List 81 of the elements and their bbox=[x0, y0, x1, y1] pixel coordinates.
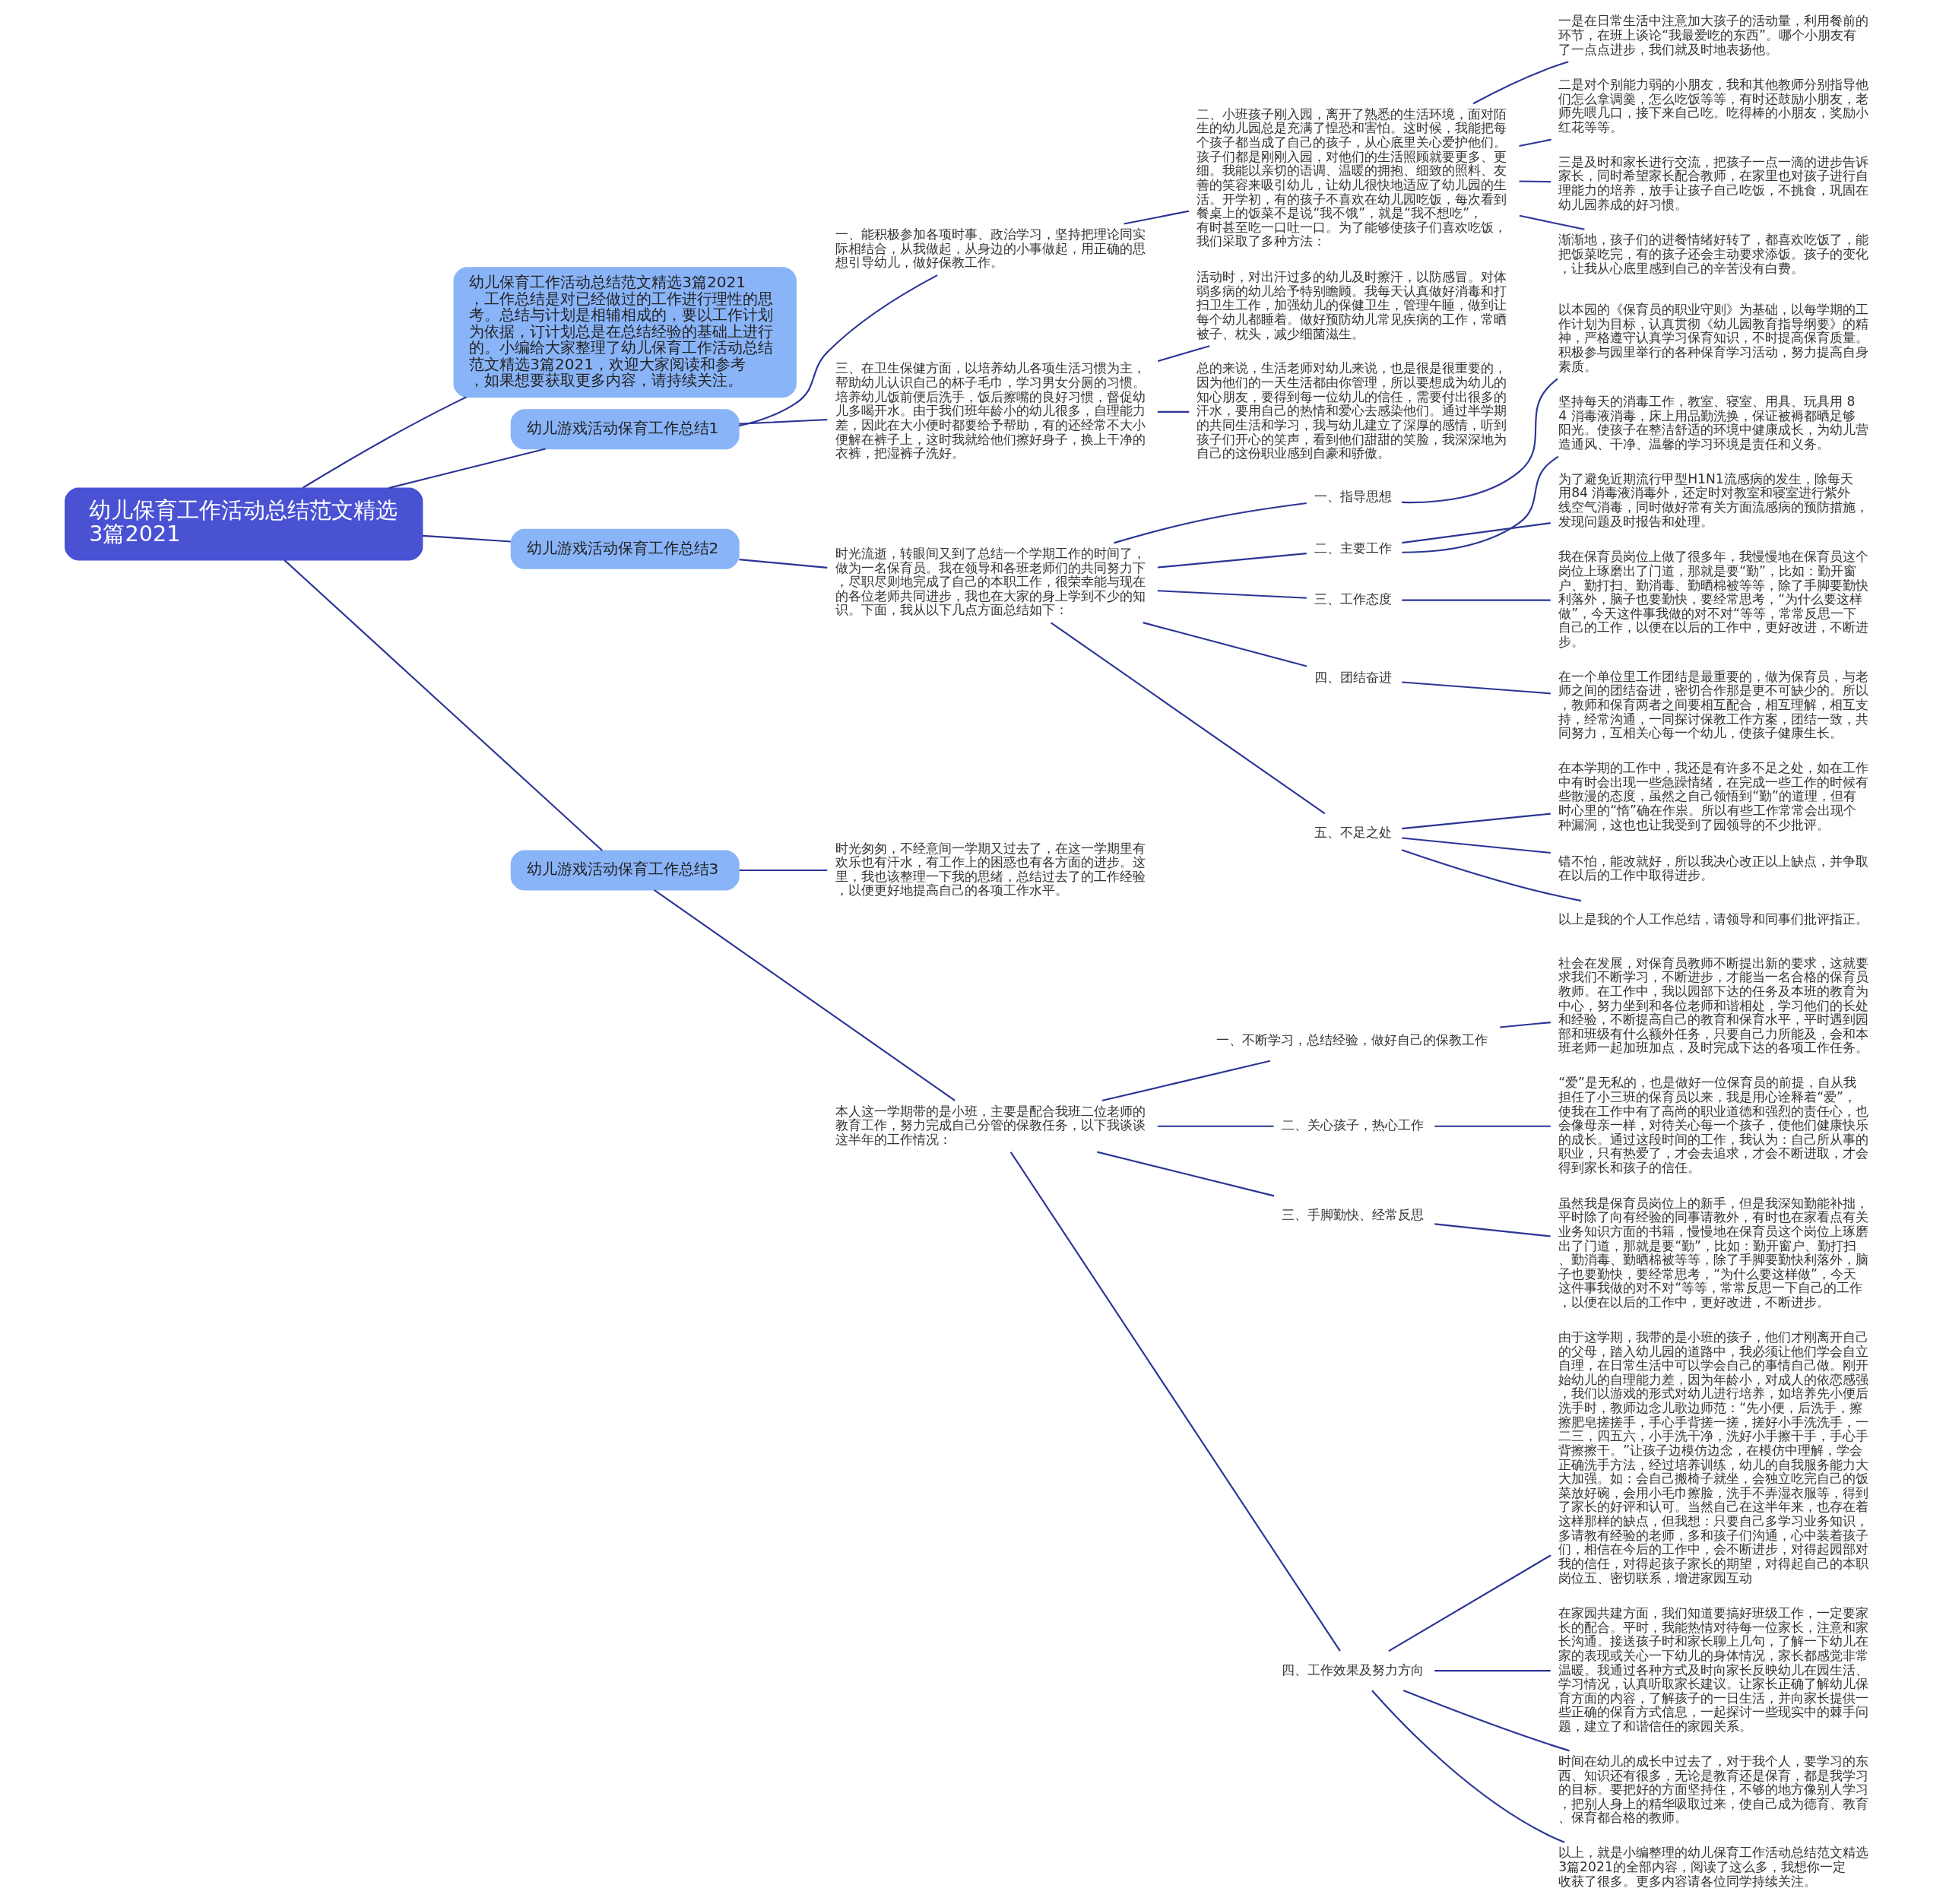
node-text: 以上是我的个人工作总结，请领导和同事们批评指正。 bbox=[1558, 911, 1869, 927]
node-text: 一是在日常生活中注意加大孩子的活动量，利用餐前的环节，在班上谈论“我最爱吃的东西”。哪个小朋友有了一点点进步，我们就及时地表扬他。 bbox=[1558, 13, 1869, 57]
connector bbox=[1143, 622, 1307, 667]
node-text: 一、能积极参加各项时事、政治学习，坚持把理论同实际相结合，从我做起，从身边的小事做起，用正确的思想引导幼儿，做好保教工作。 bbox=[835, 227, 1146, 271]
node-box: 幼儿游戏活动保育工作总结2 bbox=[510, 528, 740, 569]
node-text: 以本园的《保育员的职业守则》为基础，以每学期的工作计划为目标，认真贯彻《幼儿园教育指导纲要》的精神，严格遵守认真学习保育知识，不时提高保育质量。积极参与园里举行的各种保育学习活动，努力提高自身素质。 bbox=[1558, 302, 1869, 374]
connector bbox=[302, 396, 467, 489]
connector bbox=[1402, 813, 1551, 830]
node-box: 幼儿保育工作活动总结范文精选3篇2021 bbox=[65, 487, 423, 561]
node-text: 四、团结奋进 bbox=[1314, 670, 1393, 686]
connector bbox=[739, 419, 828, 425]
node-text: 本人这一学期带的是小班，主要是配合我班二位老师的教育工作，努力完成自己分管的保教任务，以下我谈谈这半年的工作情况： bbox=[835, 1103, 1146, 1147]
connector bbox=[1402, 681, 1551, 695]
connector bbox=[1402, 455, 1559, 553]
node-text: 社会在发展，对保育员教师不断提出新的要求，这就要求我们不断学习，不断进步，才能当一名合格的保育员教师。在工作中，我以园部下达的任务及本班的教育为中心，努力坐到和各位老师和谐相处，学习他们的长处和经验，不断提高自己的教育和保育水平，平时遇到园部和班级有什么额外任务，只要自己力所能及，会和本班老师一起加班加点，及时完成下达的各项工作任务。 bbox=[1558, 955, 1869, 1056]
connector bbox=[1472, 61, 1569, 105]
connector bbox=[1157, 345, 1210, 363]
node-text: 三、手脚勤快、经常反思 bbox=[1282, 1206, 1425, 1222]
connector bbox=[1009, 1152, 1341, 1652]
node-text: 在本学期的工作中，我还是有许多不足之处，如在工作中有时会出现一些急躁情绪，在完成一些工作的时候有些散漫的态度，虽然之自己领悟到“勤”的道理，但有时心里的“惰”确在作祟。所以有些工作常常会出现个种漏洞，这也也让我受到了园领导的不少批评。 bbox=[1558, 760, 1869, 832]
node-text: 五、不足之处 bbox=[1314, 824, 1393, 840]
connector bbox=[1371, 1690, 1565, 1843]
connector bbox=[1114, 502, 1307, 544]
connector bbox=[1500, 1022, 1551, 1028]
node-text: 一、指导思想 bbox=[1314, 489, 1393, 505]
node-box: 幼儿保育工作活动总结范文精选3篇2021，工作总结是对已经做过的工作进行理性的思考。总结与计划是相辅相成的，要以工作计划为依据，订计划总是在总结经验的基础上进行的。小编给大家整理了幼儿保育工作活动总结范文精选3篇2021，欢迎大家阅读和参考，如果想要获取更多内容，请持续关注。 bbox=[453, 267, 797, 398]
connector bbox=[1402, 837, 1551, 854]
node-text: 时光流逝，转眼间又到了总结一个学期工作的时间了，做为一名保育员。我在领导和各班老师们的共同努力下，尽职尽则地完成了自己的本职工作，很荣幸能与现在的各位老师共同进步，我也在大家的身上学到不少的知识。下面，我从以下几点方面总结如下： bbox=[835, 545, 1146, 618]
node-text: 时光匆匆，不经意间一学期又过去了，在这一学期里有欢乐也有汗水，有工作上的困惑也有各方面的进步。这里，我也该整理一下我的思绪，总结过去了的工作经验，以便更好地提高自己的各项工作水平。 bbox=[835, 840, 1146, 898]
node-text: 四、工作效果及努力方向 bbox=[1282, 1662, 1425, 1677]
node-text: 三、工作态度 bbox=[1314, 591, 1393, 607]
node-text: 在一个单位里工作团结是最重要的，做为保育员，与老师之间的团结奋进，密切合作那是更不可缺少的。所以，教师和保育两者之间要相互配合，相互理解，相互支持，经常沟通，一同探讨保教工作方案，团结一致，共同努力，互相关心每一个幼儿，使孩子健康生长。 bbox=[1558, 668, 1869, 741]
node-text: 在家园共建方面，我们知道要搞好班级工作，一定要家长的配合。平时，我能热情对待每一位家长，注意和家长沟通。接送孩子时和家长聊上几句，了解一下幼儿在家的表现或关心一下幼儿的身体情况，家长都感觉非常温暖。我通过各种方式及时向家长反映幼儿在园生活、学习情况，认真听取家长建议。让家长正确了解幼儿保育方面的内容，了解孩子的一日生活，并向家长提供一些正确的保育方式信息，一起探讨一些现实中的棘手问题，建立了和谐信任的家园关系。 bbox=[1558, 1605, 1869, 1735]
connector bbox=[1051, 622, 1326, 815]
connector bbox=[1101, 1060, 1271, 1102]
node-text: 一、不断学习，总结经验，做好自己的保教工作 bbox=[1216, 1032, 1488, 1048]
node-text: 活动时，对出汗过多的幼儿及时擦汗，以防感冒。对体弱多病的幼儿给予特别瞻顾。我每天认真做好消毒和打扫卫生工作，加强幼儿的保健卫生，管理午睡，做到让每个幼儿都睡着。做好预防幼儿常见疾病的工作，常晒被子、枕头，减少细菌滋生。 bbox=[1196, 269, 1507, 341]
connector bbox=[1402, 599, 1551, 601]
node-text: “爱”是无私的，也是做好一位保育员的前提，自从我担任了小三班的保育员以来，我是用心诠释着“爱”，使我在工作中有了高尚的职业道德和强烈的责任心，也会像母亲一样，对待关心每一个孩子，使他们健康快乐的成长。通过这段时间的工作，我认为：自己所从事的职业，只有热爱了，才会去追求，才会不断进取，才会得到家长和孩子的信任。 bbox=[1558, 1075, 1869, 1176]
connector bbox=[1157, 590, 1307, 599]
connector bbox=[1434, 1125, 1551, 1127]
connector bbox=[1402, 378, 1558, 504]
connector bbox=[1402, 522, 1551, 544]
connector bbox=[739, 274, 938, 427]
connector bbox=[1434, 1223, 1551, 1237]
node-text: 以上，就是小编整理的幼儿保育工作活动总结范文精选3篇2021的全部内容，阅读了这么多，我想你一定收获了很多。更多内容请各位同学持续关注。 bbox=[1558, 1845, 1869, 1889]
node-text: 二、关心孩子，热心工作 bbox=[1282, 1117, 1425, 1133]
connector bbox=[739, 559, 828, 569]
connector bbox=[1157, 410, 1190, 413]
node-text: 二、小班孩子刚入园，离开了熟悉的生活环境，面对陌生的幼儿园总是充满了惶恐和害怕。这时候，我能把每个孩子都当成了自己的孩子，从心底里关心爱护他们。孩子们都是刚刚入园，对他们的生活照顾就要更多、更细。我能以亲切的语调、温暖的拥抱、细致的照料、友善的笑容来吸引幼儿，让幼儿很快地适应了幼儿园的生活。开学初，有的孩子不喜欢在幼儿园吃饭，每次看到餐桌上的饭菜不是说“我不饿”，就是“我不想吃”，有时甚至吃一口吐一口。为了能够使孩子们喜欢吃饭，我们采取了多种方法： bbox=[1196, 106, 1507, 249]
connector bbox=[1402, 1690, 1570, 1752]
node-text: 三、在卫生保健方面，以培养幼儿各项生活习惯为主，帮助幼儿认识自己的杯子毛巾，学习男女分厕的习惯。培养幼儿饭前便后洗手，饭后擦嘴的良好习惯，督促幼儿多喝开水。由于我们班年龄小的幼儿很多，自理能力差，因此在大小便时都要给予帮助，有的还经常不大小便解在裤子上，这时我就给他们擦好身子，换上干净的衣裤，把湿裤子洗好。 bbox=[835, 360, 1146, 461]
connector bbox=[1434, 1670, 1551, 1672]
connector bbox=[653, 889, 956, 1101]
connector bbox=[1519, 180, 1551, 183]
node-box: 幼儿游戏活动保育工作总结3 bbox=[510, 850, 740, 891]
node-text: 虽然我是保育员岗位上的新手，但是我深知勤能补拙，平时除了向有经验的同事请教外，有时也在家看点有关业务知识方面的书籍，慢慢地在保育员这个岗位上琢磨出了门道，那就是要“勤”，比如：勤开窗户、勤打扫、勤消毒、勤晒棉被等等，除了手脚要勤快利落外，脑子也要勤快，要经常思考，“为什么要这样做”，今天这件事我做的对不对“等等，常常反思一下自己的工作，以便在以后的工作中，更好改进，不断进步。 bbox=[1558, 1195, 1869, 1310]
node-text: 二、主要工作 bbox=[1314, 540, 1393, 556]
connector bbox=[1157, 1125, 1274, 1127]
node-text: 为了避免近期流行甲型H1N1流感病的发生，除每天用84 消毒液消毒外，还定时对教室和寝室进行紫外线空气消毒，同时做好常有关方面流感病的预防措施，发现问题及时报告和处理。 bbox=[1558, 470, 1869, 529]
node-box: 幼儿游戏活动保育工作总结1 bbox=[510, 409, 740, 450]
node-text: 渐渐地，孩子们的进餐情绪好转了，都喜欢吃饭了，能把饭菜吃完，有的孩子还会主动要求添饭。孩子的变化，让我从心底里感到自己的辛苦没有白费。 bbox=[1558, 232, 1869, 276]
node-text: 二是对个别能力弱的小朋友，我和其他教师分别指导他们怎么拿调羹，怎么吃饭等等，有时还鼓励小朋友，老师先喂几口，接下来自己吃。吃得棒的小朋友，奖励小红花等等。 bbox=[1558, 77, 1869, 135]
connector bbox=[1124, 210, 1190, 225]
connector bbox=[1157, 553, 1307, 569]
node-text: 我在保育员岗位上做了很多年，我慢慢地在保育员这个岗位上琢磨出了门道，那就是要“勤”，比如：勤开窗户、勤打扫、勤消毒、勤晒棉被等等，除了手脚要勤快利落外，脑子也要勤快，要经常思考，“为什么要这样做”，今天这件事我做的对不对“等等，常常反思一下自己的工作，以便在以后的工作中，更好改进，不断进步。 bbox=[1558, 549, 1869, 650]
node-text: 时间在幼儿的成长中过去了，对于我个人，要学习的东西、知识还有很多，无论是教育还是保育，都是我学习的目标。要把好的方面坚持住，不够的地方像别人学习，把别人身上的精华吸取过来，使自己成为德育、教育、保育都合格的教师。 bbox=[1558, 1753, 1869, 1826]
connector bbox=[739, 869, 828, 872]
connector bbox=[1097, 1151, 1275, 1197]
node-text: 三是及时和家长进行交流，把孩子一点一滴的进步告诉家长，同时希望家长配合教师，在家里也对孩子进行自理能力的培养，放手让孩子自己吃饭，不挑食，巩固在幼儿园养成的好习惯。 bbox=[1558, 154, 1869, 212]
node-text: 总的来说，生活老师对幼儿来说，也是很是很重要的，因为他们的一天生活都由你管理，所以要想成为幼儿的知心朋友，要得到每一位幼儿的信任，需要付出很多的汗水，要用自己的热情和爱心去感染他们。通过半学期的共同生活和学习，我与幼儿建立了深厚的感情，听到孩子们开心的笑声，看到他们甜甜的笑脸，我深深地为自己的这份职业感到自豪和骄傲。 bbox=[1196, 360, 1507, 461]
node-text: 坚持每天的消毒工作，教室、寝室、用具、玩具用 84 消毒液消毒，床上用品勤洗换，保证被褥都晒足够阳光。使孩子在整洁舒适的环境中健康成长，为幼儿营造通风、干净、温馨的学习环境是责任和义务。 bbox=[1558, 394, 1869, 451]
connector bbox=[284, 559, 603, 851]
connector bbox=[1401, 849, 1582, 902]
node-text: 由于这学期，我带的是小班的孩子，他们才刚离开自己的父母，踏入幼儿园的道路中，我必须让他们学会自立自理，在日常生活中可以学会自己的事情自己做。刚开始幼儿的自理能力差，因为年龄小，对成人的依恋感强，我们以游戏的形式对幼儿进行培养，如培养先小便后洗手时，教师边念儿歌边师范：“先小便，后洗手，擦擦肥皂搓搓手，手心手背搓一搓，搓好小手洗洗手，一二三，四五六，小手洗干净，洗好小手擦干手，手心手背擦擦干。”让孩子边模仿边念，在模仿中理解，学会正确洗手方法，经过培养训练，幼儿的自我服务能力大大加强。如：会自己搬椅子就坐，会独立吃完自己的饭菜放好碗，会用小毛巾擦脸，洗手不弄湿衣服等，得到了家长的好评和认可。当然自己在这半年来，也存在着这样那样的缺点，但我想：只要自己多学习业务知识，多请教有经验的老师，多和孩子们沟通，心中装着孩子们，相信在今后的工作中，会不断进步，对得起园部对我的信任，对得起孩子家长的期望，对得起自己的本职岗位五、密切联系，增进家园互动 bbox=[1558, 1329, 1869, 1586]
connector bbox=[1519, 214, 1585, 230]
connector bbox=[1519, 138, 1551, 147]
connector bbox=[1388, 1554, 1551, 1652]
connector bbox=[422, 534, 511, 543]
connector bbox=[388, 448, 546, 489]
node-text: 错不怕，能改就好，所以我决心改正以上缺点，并争取在以后的工作中取得进步。 bbox=[1558, 853, 1869, 883]
